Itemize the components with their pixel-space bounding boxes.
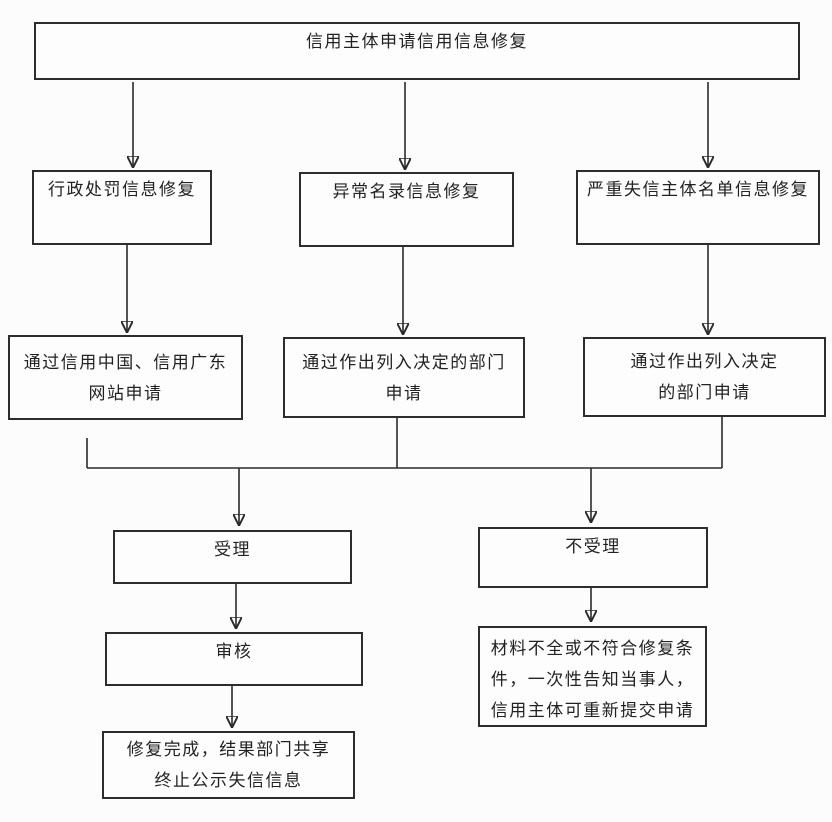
node-review: 审核 [105, 632, 363, 686]
node-reject-notice: 材料不全或不符合修复条 件，一次性告知当事人， 信用主体可重新提交申请 [478, 626, 707, 727]
node-apply-via-website: 通过信用中国、信用广东 网站申请 [8, 335, 243, 420]
node-serious-dishonesty-repair: 严重失信主体名单信息修复 [576, 170, 820, 245]
node-abnormal-list-repair: 异常名录信息修复 [299, 172, 514, 247]
node-not-accept: 不受理 [478, 527, 708, 588]
node-apply-repair: 信用主体申请信用信息修复 [34, 22, 800, 80]
node-apply-via-listing-dept-2: 通过作出列入决定 的部门申请 [583, 337, 826, 417]
node-repair-complete: 修复完成，结果部门共享 终止公示失信信息 [102, 731, 355, 799]
node-apply-via-listing-dept: 通过作出列入决定的部门 申请 [283, 337, 525, 418]
node-admin-penalty-repair: 行政处罚信息修复 [32, 170, 212, 245]
node-accept: 受理 [113, 530, 352, 584]
